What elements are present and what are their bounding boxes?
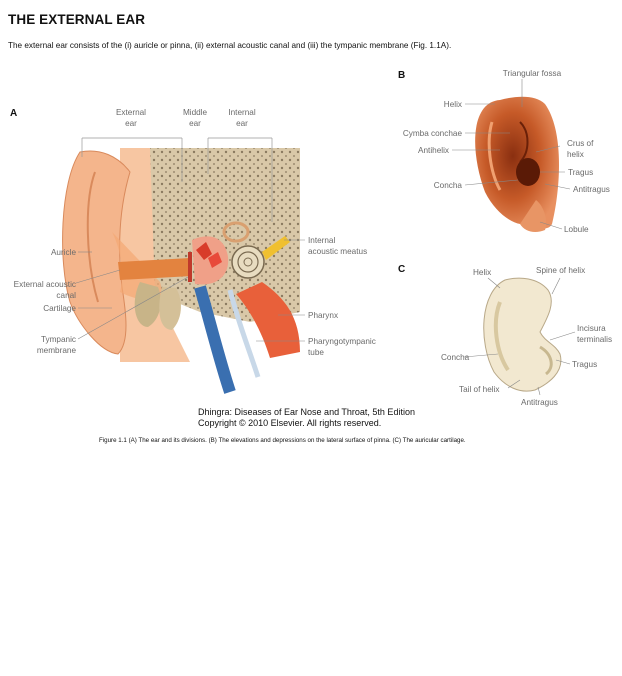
- label-pharyngotympanic-1: Pharyngotympanic: [308, 337, 376, 346]
- label-middle-ear-2: ear: [189, 119, 201, 128]
- intro-paragraph: The external ear consists of the (i) aur…: [8, 41, 452, 50]
- label-tail-of-helix: Tail of helix: [459, 385, 500, 394]
- label-pharyngotympanic-2: tube: [308, 348, 324, 357]
- panel-b-drawing: [452, 79, 571, 232]
- label-concha-b: Concha: [434, 181, 463, 190]
- panel-c-letter: C: [398, 264, 405, 275]
- label-tragus-c: Tragus: [572, 360, 597, 369]
- label-concha-c: Concha: [441, 353, 470, 362]
- label-external-ear-1: External: [116, 108, 146, 117]
- label-internal-ear-1: Internal: [228, 108, 255, 117]
- label-cartilage: Cartilage: [43, 304, 76, 313]
- figure-credit: Dhingra: Diseases of Ear Nose and Throat…: [198, 407, 415, 429]
- section-heading: THE EXTERNAL EAR: [8, 12, 146, 27]
- label-triangular-fossa: Triangular fossa: [503, 69, 562, 78]
- label-helix-c: Helix: [473, 268, 491, 277]
- credit-line-2: Copyright © 2010 Elsevier. All rights re…: [198, 418, 382, 428]
- label-cymba-conchae: Cymba conchae: [403, 129, 463, 138]
- ear-anatomy-figure: A External ear Middle ear Internal ear A…: [0, 62, 622, 452]
- label-tympanic-membrane-2: membrane: [37, 346, 77, 355]
- label-incisura-2: terminalis: [577, 335, 612, 344]
- label-external-canal-1: External acoustic: [14, 280, 76, 289]
- label-internal-ear-2: ear: [236, 119, 248, 128]
- panel-a-drawing: [62, 137, 305, 394]
- label-incisura-1: Incisura: [577, 324, 606, 333]
- credit-line-1: Dhingra: Diseases of Ear Nose and Throat…: [198, 407, 415, 417]
- label-tympanic-membrane-1: Tympanic: [41, 335, 76, 344]
- label-helix-b: Helix: [444, 100, 462, 109]
- label-internal-meatus-1: Internal: [308, 236, 335, 245]
- label-external-ear-2: ear: [125, 119, 137, 128]
- panel-a-letter: A: [10, 108, 17, 119]
- label-tragus-b: Tragus: [568, 168, 593, 177]
- label-spine-of-helix: Spine of helix: [536, 266, 585, 275]
- label-internal-meatus-2: acoustic meatus: [308, 247, 367, 256]
- label-external-canal-2: canal: [56, 291, 76, 300]
- label-pharynx: Pharynx: [308, 311, 338, 320]
- label-crus-of-helix-1: Crus of: [567, 139, 594, 148]
- label-antitragus-b: Antitragus: [573, 185, 610, 194]
- ear-figure-svg: A External ear Middle ear Internal ear A…: [10, 69, 612, 407]
- label-antitragus-c: Antitragus: [521, 398, 558, 407]
- panel-b-letter: B: [398, 70, 405, 81]
- label-auricle: Auricle: [51, 248, 76, 257]
- figure-caption: Figure 1.1 (A) The ear and its divisions…: [99, 437, 466, 444]
- label-crus-of-helix-2: helix: [567, 150, 584, 159]
- label-middle-ear-1: Middle: [183, 108, 208, 117]
- label-lobule: Lobule: [564, 225, 589, 234]
- panel-c-drawing: [463, 277, 576, 396]
- label-antihelix: Antihelix: [418, 146, 449, 155]
